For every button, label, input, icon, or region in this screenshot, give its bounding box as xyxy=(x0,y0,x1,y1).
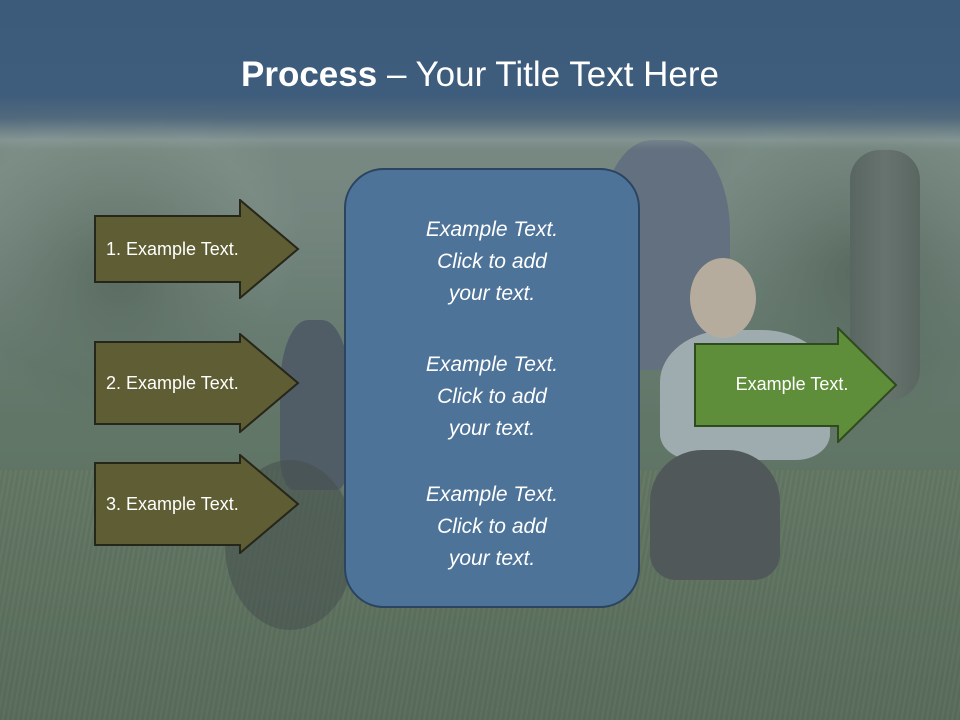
center-text-line: Click to add xyxy=(437,515,547,538)
center-text-line: Click to add xyxy=(437,250,547,273)
center-text-line: your text. xyxy=(448,547,536,570)
center-text-line: Example Text. xyxy=(425,353,559,376)
title-band xyxy=(0,0,960,150)
background-person xyxy=(650,450,780,580)
arrow-right-icon xyxy=(694,327,898,443)
result-arrow[interactable]: Example Text. xyxy=(694,327,898,443)
step-arrow-1[interactable]: 1. Example Text. xyxy=(94,199,300,299)
result-label: Example Text. xyxy=(735,374,849,394)
center-text-line: Example Text. xyxy=(425,483,559,506)
center-text-block: Example Text. Click to add your text. xyxy=(346,479,638,575)
center-text-line: your text. xyxy=(448,282,536,305)
background-person-face xyxy=(690,258,756,338)
slide-title-bold: Process xyxy=(241,55,378,94)
center-text-block: Example Text. Click to add your text. xyxy=(346,349,638,445)
step-label: 2. Example Text. xyxy=(106,373,239,393)
center-text-line: Example Text. xyxy=(425,218,559,241)
step-label: 3. Example Text. xyxy=(106,494,239,514)
arrow-right-icon xyxy=(94,199,300,299)
center-text-block: Example Text. Click to add your text. xyxy=(346,214,638,310)
center-text-line: your text. xyxy=(448,417,536,440)
step-label: 1. Example Text. xyxy=(106,239,239,259)
center-text-line: Click to add xyxy=(437,385,547,408)
arrow-right-icon xyxy=(94,333,300,433)
slide-title-rest: – Your Title Text Here xyxy=(377,55,719,94)
step-arrow-2[interactable]: 2. Example Text. xyxy=(94,333,300,433)
step-arrow-3[interactable]: 3. Example Text. xyxy=(94,454,300,554)
slide-title[interactable]: Process – Your Title Text Here xyxy=(0,52,960,98)
arrow-right-icon xyxy=(94,454,300,554)
center-text-box[interactable]: Example Text. Click to add your text. Ex… xyxy=(344,168,640,608)
